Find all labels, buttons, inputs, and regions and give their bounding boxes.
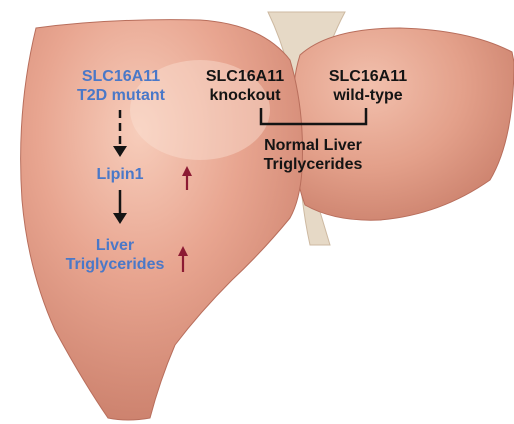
lipin1-label: Lipin1 bbox=[80, 165, 160, 184]
normal-triglycerides-label: Normal Liver Triglycerides bbox=[238, 136, 388, 174]
mutant-gene-label: SLC16A11 T2D mutant bbox=[60, 67, 182, 105]
liver-triglycerides-label: Liver Triglycerides bbox=[50, 236, 180, 274]
knockout-label: SLC16A11 knockout bbox=[190, 67, 300, 105]
wildtype-label: SLC16A11 wild-type bbox=[313, 67, 423, 105]
